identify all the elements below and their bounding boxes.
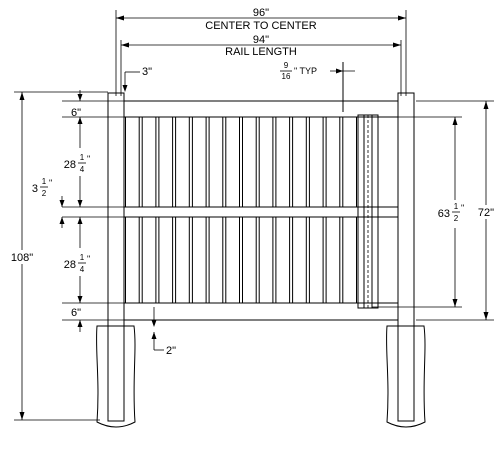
picket-lower [208,216,224,304]
overall-post-dimension: 108" [10,91,108,421]
picket-height-denominator: 2 [454,214,459,223]
picket-spacing-suffix: " TYP [294,66,317,76]
left-footing [96,325,136,428]
post-offset-callout: 3" [122,66,152,92]
right-footing [386,325,426,428]
lower-bay-denominator: 4 [80,265,85,274]
picket-upper [342,116,357,208]
picket-upper [175,116,190,208]
picket-spacing-denominator: 16 [282,72,291,81]
lower-bay-numerator: 1 [80,253,85,262]
mid-rail [123,206,399,218]
right-post [397,92,415,422]
picket-height-numerator: 1 [454,202,459,211]
picket-lower [325,216,341,304]
picket-lower [175,216,190,304]
mid-rail-denominator: 2 [42,189,47,198]
picket-height-dimension: 63 1 2 " [372,116,474,308]
picket-lower [258,216,274,304]
lower-bay-whole: 28 [64,259,76,271]
picket-lower [292,216,307,304]
picket-upper [258,116,274,208]
picket-lower [275,216,291,304]
picket-upper [125,116,140,208]
gate-latch-strip [357,114,379,309]
left-post [107,92,125,422]
ground-clearance-callout: 2" [151,307,176,357]
overall-post-value: 108" [11,252,33,264]
top-rail-value: 6" [71,107,81,119]
rail-length-dimension: 94" RAIL LENGTH [120,34,402,96]
center-to-center-dimension: 96" CENTER TO CENTER [115,7,407,96]
picket-spacing-callout: 9 16 " TYP [280,61,355,112]
lower-bay-unit: " [87,254,90,264]
picket-upper [158,116,174,208]
picket-spacing-numerator: 9 [284,61,289,70]
center-to-center-label: CENTER TO CENTER [205,20,316,32]
rail-length-value: 94" [253,34,269,46]
fence-height-dimension: 72" [416,100,498,321]
upper-bay-unit: " [87,154,90,164]
bottom-rail [123,302,399,321]
pickets-group [125,116,357,304]
upper-bay-denominator: 4 [80,165,85,174]
picket-lower [141,216,157,304]
rail-length-label: RAIL LENGTH [225,46,297,58]
rail-dimension-chain: 6" 28 1 4 " 3 1 2 " 28 1 4 " 6" [32,90,124,332]
upper-bay-whole: 28 [64,159,76,171]
picket-upper [292,116,307,208]
post-offset-value: 3" [142,66,152,78]
upper-bay-numerator: 1 [80,153,85,162]
top-rail [123,100,399,118]
picket-height-whole: 63 [438,208,450,220]
center-to-center-value: 96" [253,7,269,19]
picket-lower [242,216,257,304]
picket-lower [308,216,324,304]
ground-clearance-value: 2" [166,345,176,357]
picket-lower [225,216,241,304]
picket-upper [225,116,241,208]
picket-upper [191,116,207,208]
picket-height-unit: " [461,203,464,213]
picket-lower [342,216,357,304]
picket-lower [158,216,174,304]
picket-lower [125,216,140,304]
picket-upper [325,116,341,208]
picket-upper [141,116,157,208]
picket-upper [275,116,291,208]
mid-rail-unit: " [49,178,52,188]
mid-rail-whole: 3 [32,183,38,195]
mid-rail-numerator: 1 [42,177,47,186]
picket-upper [242,116,257,208]
picket-upper [308,116,324,208]
bottom-rail-value: 6" [71,307,81,319]
fence-height-value: 72" [478,207,494,219]
picket-lower [191,216,207,304]
picket-upper [208,116,224,208]
